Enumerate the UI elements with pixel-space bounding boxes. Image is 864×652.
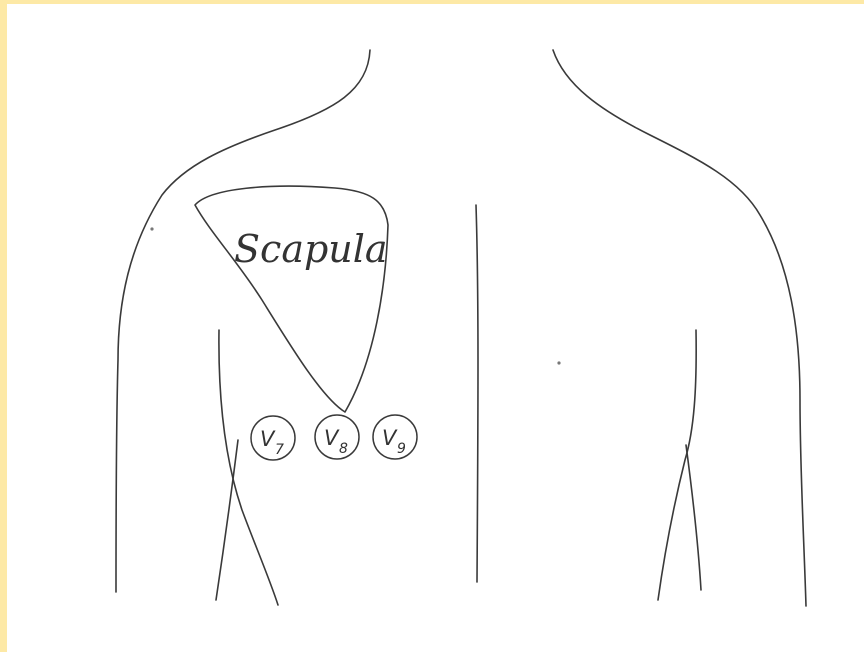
pencil-dot [557, 361, 560, 364]
lead-v9: V 9 [373, 415, 417, 459]
right-arm-inner-line [686, 445, 701, 590]
scapula-label: Scapula [234, 227, 388, 271]
left-arm-inner-line [216, 440, 238, 600]
lead-v7: V 7 [251, 416, 295, 460]
right-shoulder-outline [553, 50, 806, 606]
left-torso-line [219, 330, 278, 605]
scapula-outline [195, 186, 388, 412]
pencil-dot [150, 227, 153, 230]
lead-v7-letter: V [260, 427, 276, 451]
spine-line [476, 205, 478, 582]
lead-v9-letter: V [382, 426, 398, 450]
lead-v8-number: 8 [339, 441, 348, 457]
lead-v8-letter: V [324, 426, 340, 450]
lead-v8: V 8 [315, 415, 359, 459]
right-torso-line [658, 330, 696, 600]
lead-v7-number: 7 [275, 442, 284, 458]
lead-v9-number: 9 [397, 441, 406, 457]
